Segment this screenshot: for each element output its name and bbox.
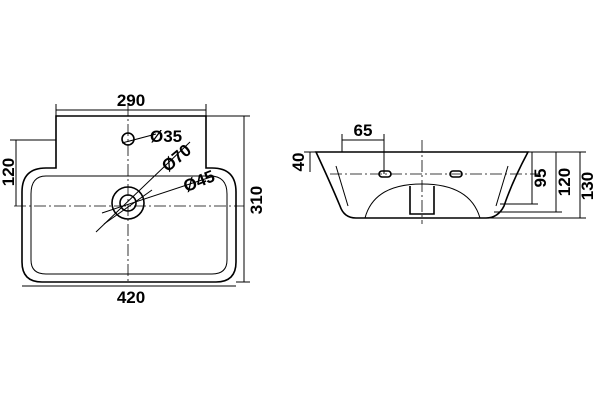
basin-inner-line bbox=[30, 175, 228, 275]
tap-hole bbox=[121, 132, 135, 146]
leader-hole bbox=[121, 133, 157, 144]
leader-drain-2 bbox=[103, 189, 153, 225]
dim-120-left-label: 120 bbox=[0, 158, 18, 186]
side-inner-wall-left bbox=[335, 165, 349, 207]
dim-drain-diameter-label: Ø45 bbox=[181, 166, 218, 196]
dim-hole-diameter-label: Ø35 bbox=[150, 127, 182, 146]
side-view: 65 40 95 120 130 bbox=[289, 121, 597, 224]
dim-130-label: 130 bbox=[578, 172, 597, 200]
dim-65-label: 65 bbox=[354, 121, 373, 140]
leader-bowl bbox=[95, 141, 191, 233]
drain-inner bbox=[119, 194, 137, 212]
dim-290-label: 290 bbox=[117, 91, 145, 110]
leader-drain bbox=[101, 175, 215, 214]
side-inner-wall-right bbox=[495, 165, 509, 207]
dim-420-label: 420 bbox=[117, 288, 145, 307]
dim-95-label: 95 bbox=[531, 169, 550, 188]
drain-spigot bbox=[409, 186, 435, 215]
dim-310-label: 310 bbox=[247, 186, 266, 214]
side-inner-curve bbox=[364, 183, 481, 219]
basin-outline bbox=[21, 115, 237, 283]
dim-120-right-label: 120 bbox=[555, 168, 574, 196]
dim-40-label: 40 bbox=[289, 153, 308, 172]
drain-outer bbox=[111, 186, 145, 220]
top-view: 290 120 310 420 Ø35 Ø70 Ø45 bbox=[0, 91, 266, 307]
